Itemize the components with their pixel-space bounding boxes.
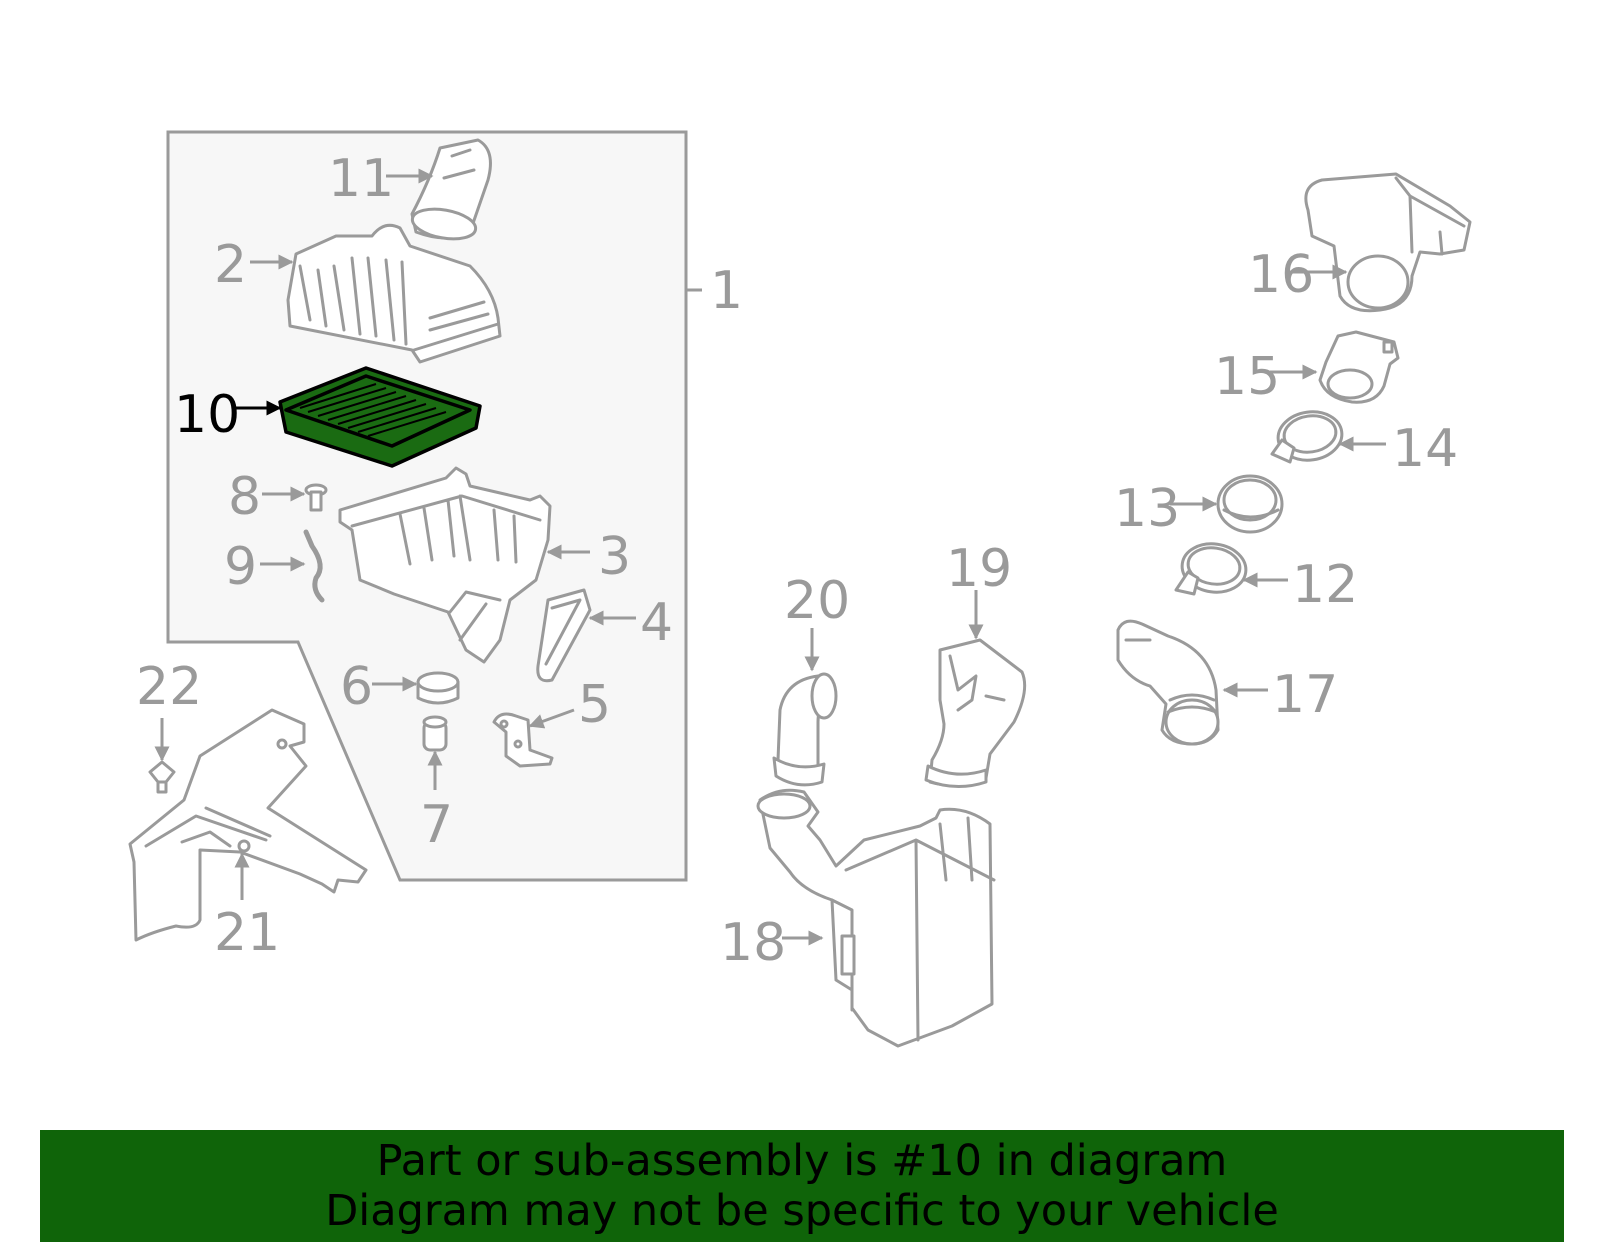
callout-17: 17 xyxy=(1272,665,1338,725)
callout-5-arrow xyxy=(528,708,575,729)
part-8-bolt[interactable] xyxy=(304,483,328,512)
callout-1: 1 xyxy=(710,261,743,321)
part-13-hose-coupler[interactable] xyxy=(1216,474,1284,534)
callout-5: 5 xyxy=(578,675,611,735)
callout-21: 21 xyxy=(214,903,280,963)
part-12-hose-clamp[interactable] xyxy=(1174,540,1249,596)
part-5-bracket[interactable] xyxy=(492,712,554,768)
part-4-seal[interactable] xyxy=(536,588,592,683)
part-10-air-filter[interactable] xyxy=(278,366,482,468)
banner-line-part-number: Part or sub-assembly is #10 in diagram xyxy=(376,1136,1228,1186)
part-6-grommet[interactable] xyxy=(416,671,460,705)
callout-9: 9 xyxy=(224,537,257,597)
callout-12: 12 xyxy=(1292,555,1358,615)
callout-20: 20 xyxy=(784,571,850,631)
part-19-resonator-duct[interactable] xyxy=(924,638,1027,788)
callout-2: 2 xyxy=(214,235,247,295)
callout-13: 13 xyxy=(1114,479,1180,539)
part-20-elbow-hose[interactable] xyxy=(772,672,838,787)
callout-19: 19 xyxy=(946,539,1012,599)
part-21-support-bracket[interactable] xyxy=(128,708,368,942)
callout-7: 7 xyxy=(420,795,453,855)
callout-10: 10 xyxy=(174,385,240,445)
callout-11: 11 xyxy=(328,149,394,209)
part-16-intake-elbow[interactable] xyxy=(1304,172,1472,313)
callout-14: 14 xyxy=(1392,419,1458,479)
callout-8: 8 xyxy=(228,467,261,527)
part-17-intake-hose[interactable] xyxy=(1116,619,1220,746)
part-9-clip[interactable] xyxy=(303,529,325,603)
info-banner: Part or sub-assembly is #10 in diagram D… xyxy=(40,1130,1564,1242)
callout-4: 4 xyxy=(640,593,673,653)
callout-6: 6 xyxy=(340,657,373,717)
callout-15: 15 xyxy=(1214,347,1280,407)
part-18-resonator[interactable] xyxy=(756,788,996,1048)
part-14-hose-clamp[interactable] xyxy=(1270,408,1345,464)
callout-22: 22 xyxy=(136,657,202,717)
callout-3: 3 xyxy=(598,527,631,587)
part-3-air-cleaner-housing[interactable] xyxy=(338,466,552,664)
part-7-bushing[interactable] xyxy=(422,715,448,752)
banner-line-disclaimer: Diagram may not be specific to your vehi… xyxy=(325,1186,1279,1236)
part-22-push-clip[interactable] xyxy=(148,760,176,794)
part-2-air-cleaner-cover[interactable] xyxy=(286,223,502,364)
part-15-mass-airflow-sensor[interactable] xyxy=(1318,330,1400,404)
callout-18: 18 xyxy=(720,913,786,973)
callout-16: 16 xyxy=(1248,245,1314,305)
